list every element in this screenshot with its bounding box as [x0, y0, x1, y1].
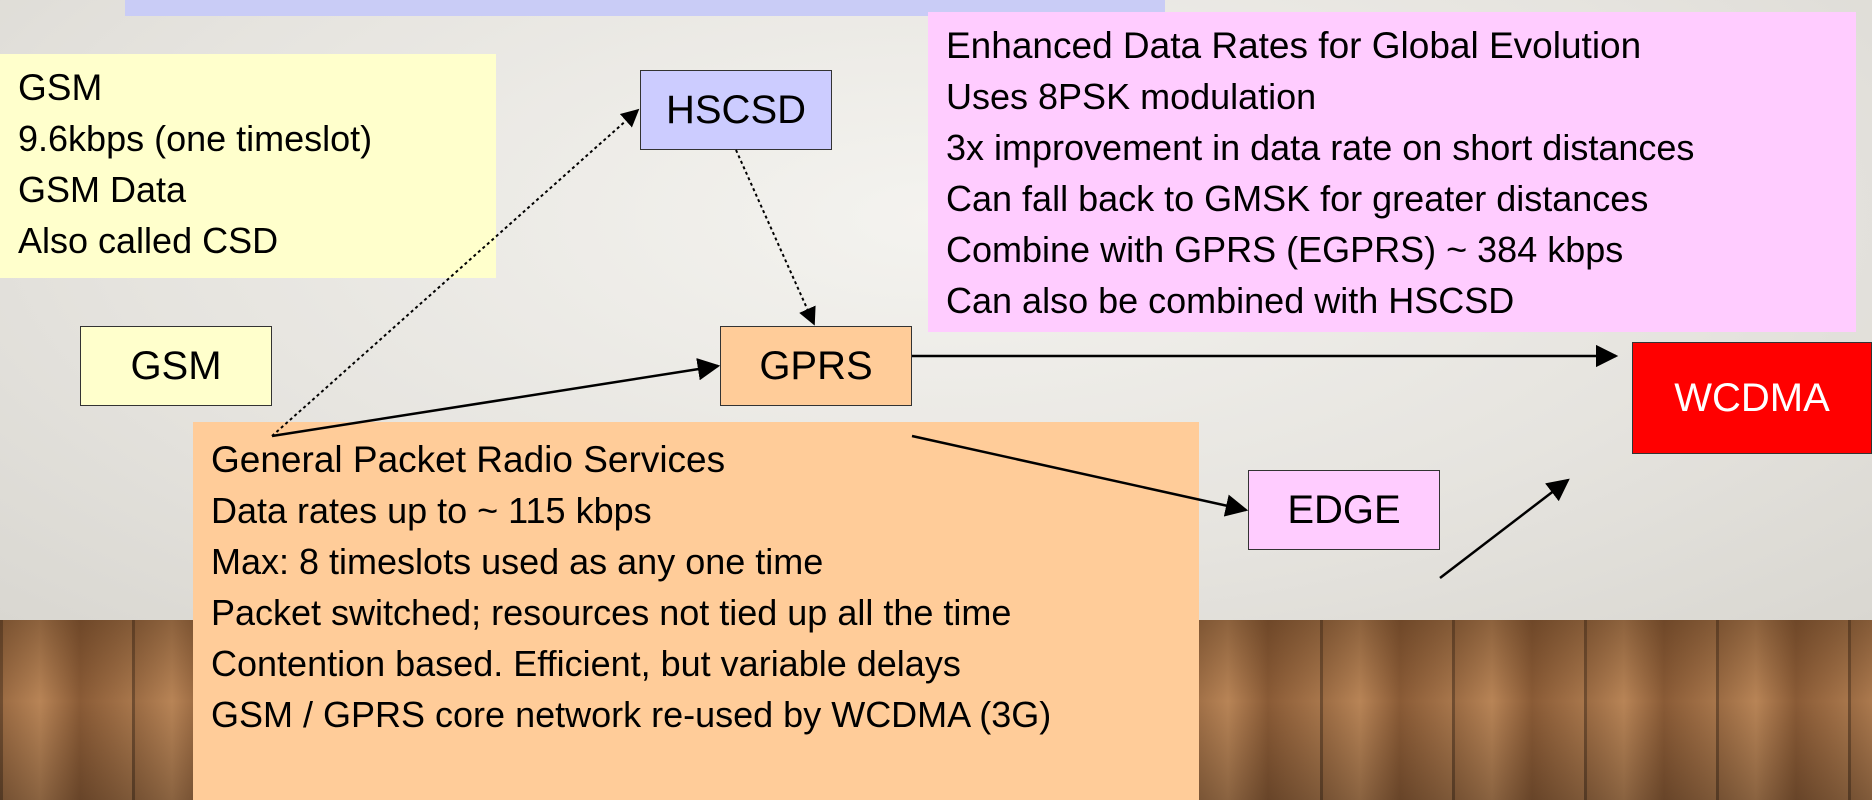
gprs-info-line: Packet switched; resources not tied up a…: [211, 592, 1012, 633]
gsm-info-box: GSM 9.6kbps (one timeslot) GSM Data Also…: [0, 54, 496, 278]
gsm-to-gprs-arrow: [271, 358, 721, 438]
hscsd-node: HSCSD: [640, 70, 832, 150]
gsm-to-hscsd-arrow: [271, 108, 640, 437]
gprs-to-edge-arrow: [911, 434, 1249, 517]
gsm-info-line: GSM Data: [18, 169, 187, 210]
edge-info-line: Uses 8PSK modulation: [946, 76, 1317, 117]
edge-info-line: 3x improvement in data rate on short dis…: [946, 127, 1695, 168]
edge-info-title: Enhanced Data Rates for Global Evolution: [946, 25, 1642, 66]
hscsd-to-gprs-arrow: [735, 149, 816, 326]
edge-info-line: Combine with GPRS (EGPRS) ~ 384 kbps: [946, 229, 1624, 270]
gsm-info-title: GSM: [18, 67, 103, 108]
gprs-info-box: General Packet Radio Services Data rates…: [193, 422, 1199, 800]
edge-node: EDGE: [1248, 470, 1440, 550]
gprs-info-line: Max: 8 timeslots used as any one time: [211, 541, 824, 582]
top-banner: [125, 0, 1165, 16]
gprs-info-line: Data rates up to ~ 115 kbps: [211, 490, 652, 531]
gprs-info-line: GSM / GPRS core network re-used by WCDMA…: [211, 694, 1052, 735]
edge-info-line: Can also be combined with HSCSD: [946, 280, 1515, 321]
gprs-info-title: General Packet Radio Services: [211, 439, 726, 480]
gprs-info-line: Contention based. Efficient, but variabl…: [211, 643, 961, 684]
wcdma-node: WCDMA: [1632, 342, 1872, 454]
edge-to-wcdma-arrow: [1439, 478, 1570, 579]
gsm-info-line: Also called CSD: [18, 220, 279, 261]
edge-info-line: Can fall back to GMSK for greater distan…: [946, 178, 1649, 219]
edge-info-box: Enhanced Data Rates for Global Evolution…: [928, 12, 1856, 332]
gsm-info-line: 9.6kbps (one timeslot): [18, 118, 373, 159]
gsm-node: GSM: [80, 326, 272, 406]
gprs-node: GPRS: [720, 326, 912, 406]
